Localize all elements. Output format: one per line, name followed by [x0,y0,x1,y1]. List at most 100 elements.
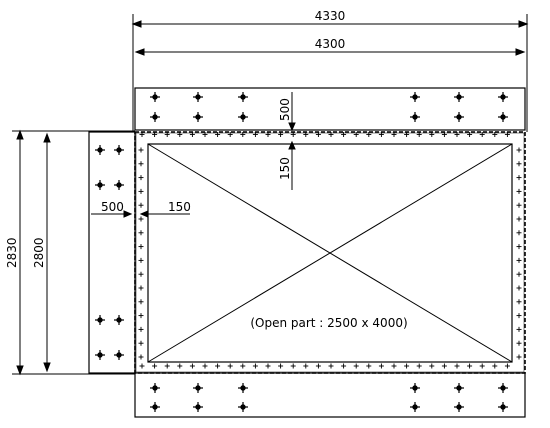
plus-marker-icon [516,188,522,194]
plus-marker-icon [303,132,309,137]
plus-marker-icon [516,216,522,222]
plus-marker-icon [315,132,321,137]
bolt-marker-icon [150,402,160,412]
top-plate [134,87,526,131]
bolt-marker-icon [150,383,160,393]
bolt-marker-icon [410,383,420,393]
plus-marker-icon [252,363,258,369]
plus-marker-icon [265,363,271,369]
bolt-marker-icon [114,145,124,155]
bolt-marker-icon [95,180,105,190]
bolt-marker-icon [454,402,464,412]
plus-marker-icon [454,132,460,137]
plus-marker-icon [516,354,522,360]
plus-marker-icon [492,132,498,137]
opening-label: (Open part : 2500 x 4000) [250,316,407,330]
plus-marker-icon [303,363,309,369]
plus-marker-icon [467,132,473,137]
plus-marker-icon [492,363,498,369]
plus-marker-icon [516,257,522,263]
plus-marker-icon [366,363,372,369]
bolt-marker-icon [95,350,105,360]
plus-marker-icon [290,363,296,369]
frame-outer [134,131,526,374]
bolt-marker-icon [193,92,203,102]
plus-marker-icon [215,363,221,369]
plus-marker-icon [138,216,144,222]
plus-marker-icon [328,363,334,369]
plus-marker-icon [341,363,347,369]
plus-marker-icon [516,340,522,346]
plus-marker-icon [138,202,144,208]
plus-marker-icon [227,363,233,369]
plus-marker-icon [516,147,522,153]
bolt-marker-icon [95,315,105,325]
plus-marker-icon [139,132,145,137]
plus-marker-icon [516,161,522,167]
bolt-marker-icon [238,92,248,102]
bolt-markers [95,92,508,412]
plus-marker-icon [290,132,296,137]
plus-marker-icon [215,132,221,137]
plus-marker-icon [278,132,284,137]
opening-rectangle [147,143,513,363]
plus-marker-icon [516,285,522,291]
plus-marker-icon [138,230,144,236]
frame-inner-band [135,132,525,373]
bolt-marker-icon [114,315,124,325]
plus-marker-icon [416,132,422,137]
plus-marker-icon [404,132,410,137]
plus-marker-icon [315,363,321,369]
overall-height-dimension [12,129,135,376]
plus-marker-icon [138,147,144,153]
plus-marker-icon [467,363,473,369]
plus-marker-icon [441,132,447,137]
bolt-marker-icon [498,92,508,102]
plus-marker-icon [516,299,522,305]
plus-marker-icon [138,175,144,181]
left-plate-width-dimension [91,210,190,218]
opening-diagonal-b [147,143,513,363]
plus-marker-icon [138,161,144,167]
top-plate-height-label: 500 [278,98,292,121]
bolt-marker-icon [193,402,203,412]
overall-width-label: 4330 [315,9,346,23]
plus-marker-icon [278,363,284,369]
plus-marker-icon [164,132,170,137]
plus-marker-icon [189,132,195,137]
plus-marker-icon [227,132,233,137]
left-gap-label: 150 [168,200,191,214]
bolt-marker-icon [410,92,420,102]
plus-marker-icon [177,363,183,369]
bolt-marker-icon [150,92,160,102]
overall-width-dimension [131,14,529,132]
top-plate-height-dimension [288,92,296,190]
bolt-marker-icon [114,350,124,360]
bolt-marker-icon [410,402,420,412]
plus-marker-icon [177,132,183,137]
bolt-marker-icon [238,112,248,122]
plus-marker-icon [138,340,144,346]
plus-marker-icon [164,363,170,369]
plus-marker-icon [138,313,144,319]
bolt-marker-icon [454,92,464,102]
bottom-plate [134,372,526,418]
bolt-marker-icon [95,145,105,155]
inner-width-dimension [134,48,526,56]
plus-marker-icon [516,175,522,181]
plus-marker-icon [138,188,144,194]
plus-marker-icon [341,132,347,137]
plus-marker-icon [252,132,258,137]
plus-marker-icon [479,132,485,137]
plus-marker-icon [138,326,144,332]
bolt-marker-icon [454,383,464,393]
plus-marker-icon [240,132,246,137]
plus-marker-icon [202,132,208,137]
plus-marker-icon [138,285,144,291]
plus-marker-icon [138,244,144,250]
plus-marker-icon [391,363,397,369]
plus-marker-icon [378,132,384,137]
plus-marker-icon [378,363,384,369]
plus-marker-icon [504,132,510,137]
